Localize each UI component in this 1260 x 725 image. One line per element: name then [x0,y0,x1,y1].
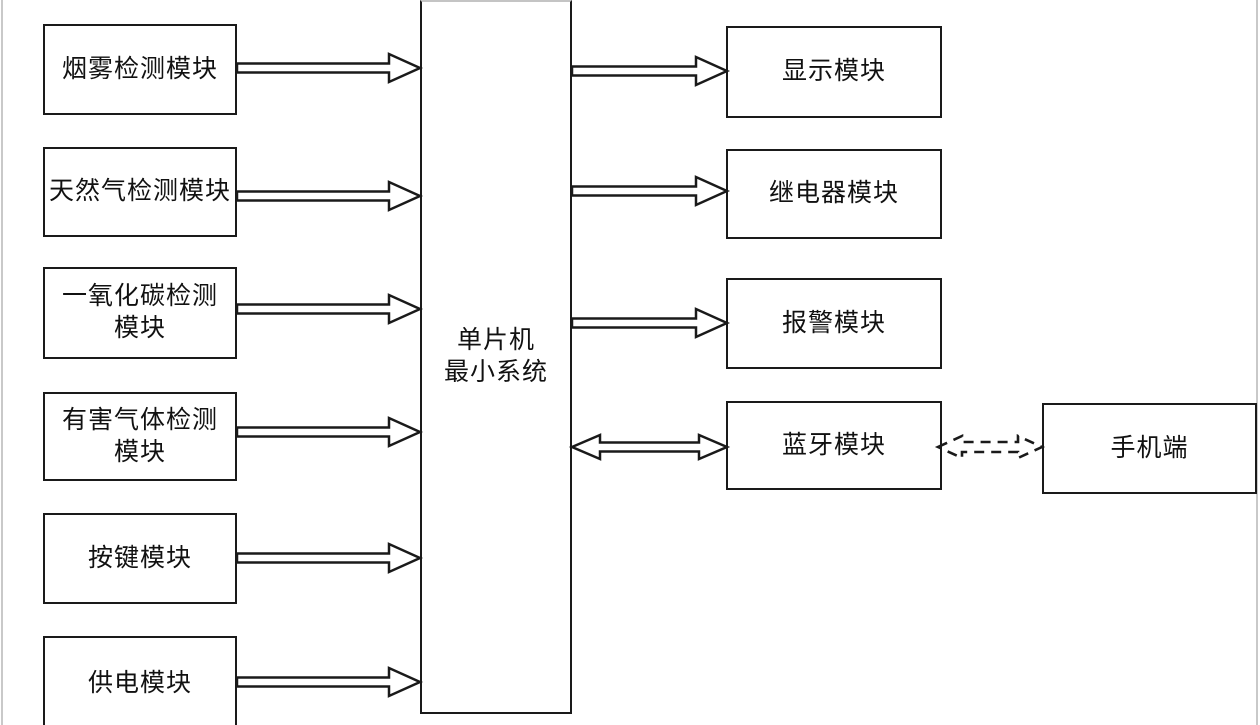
box-label: 供电模块 [87,670,192,697]
box-relay-module: 继电器模块 [726,149,942,239]
arrow-power-to-mcu [235,666,424,698]
box-label: 单片机 最小系统 [443,327,548,386]
box-label: 蓝牙模块 [781,431,886,459]
box-mcu-minimum-system: 单片机 最小系统 [420,0,572,714]
box-label: 一氧化碳检测 模块 [61,283,218,342]
box-label: 手机端 [1110,434,1189,462]
arrow-carbon-monoxide-to-mcu [235,293,424,325]
page-edge-right [1256,0,1258,725]
box-harmful-gas-detection-module: 有害气体检测 模块 [43,392,237,481]
box-power-supply-module: 供电模块 [43,636,237,725]
arrow-bluetooth-phone-dashed [934,433,1046,461]
arrow-smoke-to-mcu [235,52,424,84]
arrow-harmful-gas-to-mcu [235,416,424,448]
arrow-mcu-to-display [570,55,731,87]
box-label: 报警模块 [781,309,886,337]
box-natural-gas-detection-module: 天然气检测模块 [43,147,237,237]
arrow-key-to-mcu [235,542,424,574]
box-key-module: 按键模块 [43,513,237,604]
box-label: 按键模块 [87,544,192,572]
box-smoke-detection-module: 烟雾检测模块 [43,24,237,115]
box-bluetooth-module: 蓝牙模块 [726,401,942,490]
arrow-mcu-bluetooth-bidirectional [568,433,731,461]
box-label: 烟雾检测模块 [61,55,218,83]
box-phone-endpoint: 手机端 [1042,403,1257,494]
box-display-module: 显示模块 [726,26,942,118]
arrow-natural-gas-to-mcu [235,180,424,212]
box-carbon-monoxide-detection-module: 一氧化碳检测 模块 [43,267,237,359]
box-label: 继电器模块 [768,180,899,207]
arrow-mcu-to-alarm [570,307,731,339]
arrow-mcu-to-relay [570,175,731,207]
box-label: 天然气检测模块 [48,178,231,205]
box-label: 显示模块 [781,58,886,85]
box-label: 有害气体检测 模块 [61,406,218,466]
page-edge-left [1,0,3,725]
box-alarm-module: 报警模块 [726,278,942,369]
